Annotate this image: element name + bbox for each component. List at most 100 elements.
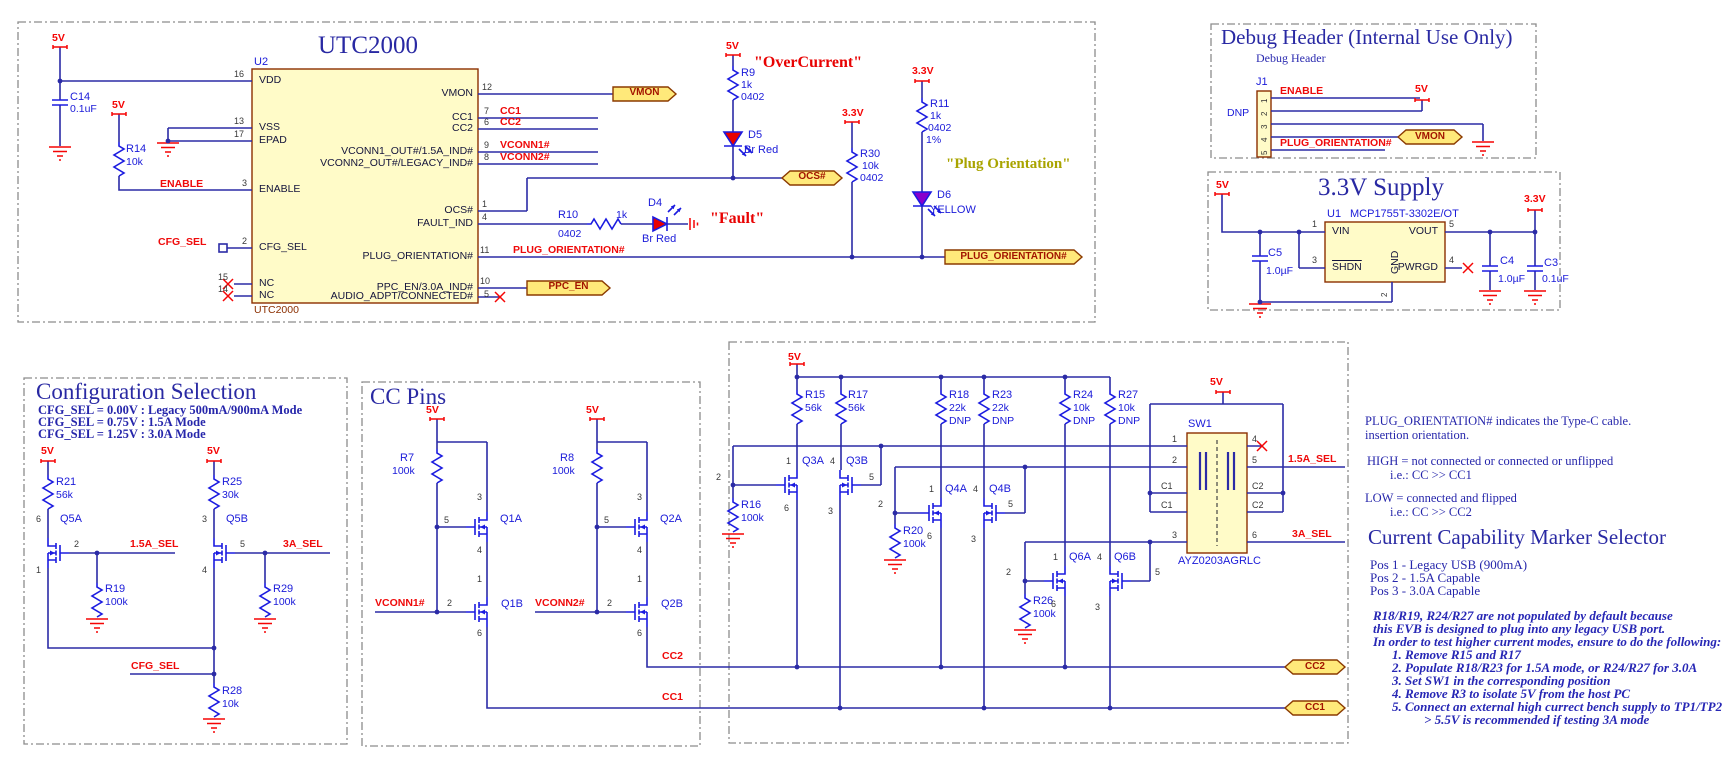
net-cfg-sel-bottom: CFG_SEL <box>131 660 180 672</box>
q4b-pin-4: 4 <box>973 484 979 494</box>
net-cc1-bus: CC1 <box>662 691 684 703</box>
q5a-pin-1: 1 <box>36 565 42 575</box>
refdes-q5b: Q5B <box>226 513 249 525</box>
q6a-pin-2: 2 <box>1006 567 1012 577</box>
refdes-q4a: Q4A <box>945 483 968 495</box>
box-debug-header <box>1210 23 1537 159</box>
pin-name-gnd: GND <box>1389 250 1401 274</box>
u1-pin-1: 1 <box>1312 219 1318 229</box>
pin-num-6: 6 <box>484 117 490 127</box>
note-pos-2: Pos 2 - 1.5A Capable <box>1370 570 1481 585</box>
net-flags <box>526 86 1464 716</box>
note-pos-3: Pos 3 - 3.0A Capable <box>1370 583 1481 598</box>
note-step-5b: > 5.5V is recommended if testing 3A mode <box>1424 712 1650 727</box>
flag-vmon-debug: VMON <box>1415 131 1445 142</box>
led-d6 <box>911 191 933 208</box>
refdes-r27: R27 <box>1118 389 1139 401</box>
value-r15: 56k <box>805 402 822 414</box>
net-enable-j1: ENABLE <box>1280 85 1324 97</box>
led-d5 <box>722 131 744 148</box>
pin-name-epad: EPAD <box>259 134 287 146</box>
u1-pin-3: 3 <box>1312 255 1318 265</box>
refdes-c14: C14 <box>70 91 91 103</box>
text-fault: "Fault" <box>710 210 765 227</box>
q1b-pin-1: 1 <box>477 574 483 584</box>
q5b-pin-3: 3 <box>202 514 208 524</box>
refdes-r18: R18 <box>949 389 970 401</box>
refdes-sw1: SW1 <box>1188 418 1212 430</box>
net-1-5a-sel-cfg: 1.5A_SEL <box>130 538 179 550</box>
refdes-r8: R8 <box>560 452 575 464</box>
pin-num-15: 15 <box>218 272 229 282</box>
value-c3: 0.1uF <box>1542 273 1569 285</box>
ic-u1-body <box>1324 221 1446 283</box>
text-overcurrent: "OverCurrent" <box>754 54 863 71</box>
q2a-pin-3: 3 <box>637 492 643 502</box>
value-r24: 10k <box>1073 402 1090 414</box>
ic-bodies <box>251 68 1446 554</box>
component-symbols <box>42 65 1544 718</box>
flag-shape-cc1 <box>1283 700 1347 716</box>
net-1-5a-sel-sw: 1.5A_SEL <box>1288 453 1337 465</box>
refdes-q2b: Q2B <box>661 598 684 610</box>
u1-pin-5: 5 <box>1449 219 1455 229</box>
note-dnp-2: this EVB is designed to plug into any le… <box>1373 621 1666 636</box>
value-r30: 10k <box>862 160 879 172</box>
q6b-pin-5: 5 <box>1155 567 1161 577</box>
value-r10: 1k <box>616 209 628 221</box>
pin-name-plug-orientation: PLUG_ORIENTATION# <box>362 250 473 262</box>
q1a-pin-4: 4 <box>477 545 483 555</box>
power-5v-r21: 5V <box>41 445 54 457</box>
note-plug-1: PLUG_ORIENTATION# indicates the Type-C c… <box>1365 414 1632 428</box>
refdes-r30: R30 <box>860 148 881 160</box>
net-cfg-sel: CFG_SEL <box>158 236 207 248</box>
section-title-debug: Debug Header (Internal Use Only) <box>1221 25 1513 49</box>
net-enable: ENABLE <box>160 178 204 190</box>
note-high-2: i.e.: CC >> CC1 <box>1390 468 1472 482</box>
pin-name-vss: VSS <box>259 121 281 133</box>
q6b-pin-4: 4 <box>1097 552 1103 562</box>
refdes-q6a: Q6A <box>1069 551 1092 563</box>
power-5v-sw1: 5V <box>1210 376 1223 388</box>
ic-utc2000-body <box>251 68 479 304</box>
q6a-pin-1: 1 <box>1053 552 1059 562</box>
refdes-r21: R21 <box>56 476 77 488</box>
pin-num-11: 11 <box>480 245 490 255</box>
refdes-q5a: Q5A <box>60 513 83 525</box>
part-utc2000: UTC2000 <box>254 304 299 316</box>
wires-config <box>47 461 330 683</box>
value-r19: 100k <box>105 596 128 608</box>
flag-ppc-en: PPC_EN <box>548 281 589 292</box>
sw1-pin-1: 1 <box>1172 434 1178 444</box>
pin-name-enable: ENABLE <box>259 183 301 195</box>
value-r23: 22k <box>992 402 1009 414</box>
power-5v-r9: 5V <box>726 40 739 52</box>
pin-name-vin: VIN <box>1332 225 1350 237</box>
section-title-3v3: 3.3V Supply <box>1318 174 1444 201</box>
q3b-pin-4: 4 <box>830 456 836 466</box>
note-step-2: 2. Populate R18/R23 for 1.5A mode, or R2… <box>1392 660 1698 675</box>
value-r11: 1k <box>930 110 942 122</box>
q2b-pin-1: 1 <box>637 574 643 584</box>
refdes-c4: C4 <box>1500 255 1515 267</box>
q3b-pin-5: 5 <box>869 472 875 482</box>
refdes-r26: R26 <box>1033 595 1054 607</box>
q1b-pin-2: 2 <box>447 598 453 608</box>
net-vconn2-cc: VCONN2# <box>535 597 585 609</box>
footprint-r9: 0402 <box>741 91 765 103</box>
value-c5: 1.0µF <box>1266 265 1294 277</box>
q2b-pin-2: 2 <box>607 598 613 608</box>
q4b-pin-5: 5 <box>1008 499 1014 509</box>
pin-num-13: 13 <box>234 116 245 126</box>
value-r14: 10k <box>126 156 143 168</box>
refdes-q3b: Q3B <box>846 455 869 467</box>
power-5v-r25: 5V <box>207 445 220 457</box>
sw1-pin-5: 5 <box>1252 455 1258 465</box>
fault-terminator <box>689 218 699 230</box>
dnp-r23: DNP <box>992 415 1015 427</box>
q4a-pin-1: 1 <box>929 484 935 494</box>
pin-num-10: 10 <box>480 276 491 286</box>
flag-shape-ppc-en <box>526 280 612 296</box>
dnp-r27: DNP <box>1118 415 1141 427</box>
text-plug-orientation: "Plug Orientation" <box>946 156 1071 172</box>
